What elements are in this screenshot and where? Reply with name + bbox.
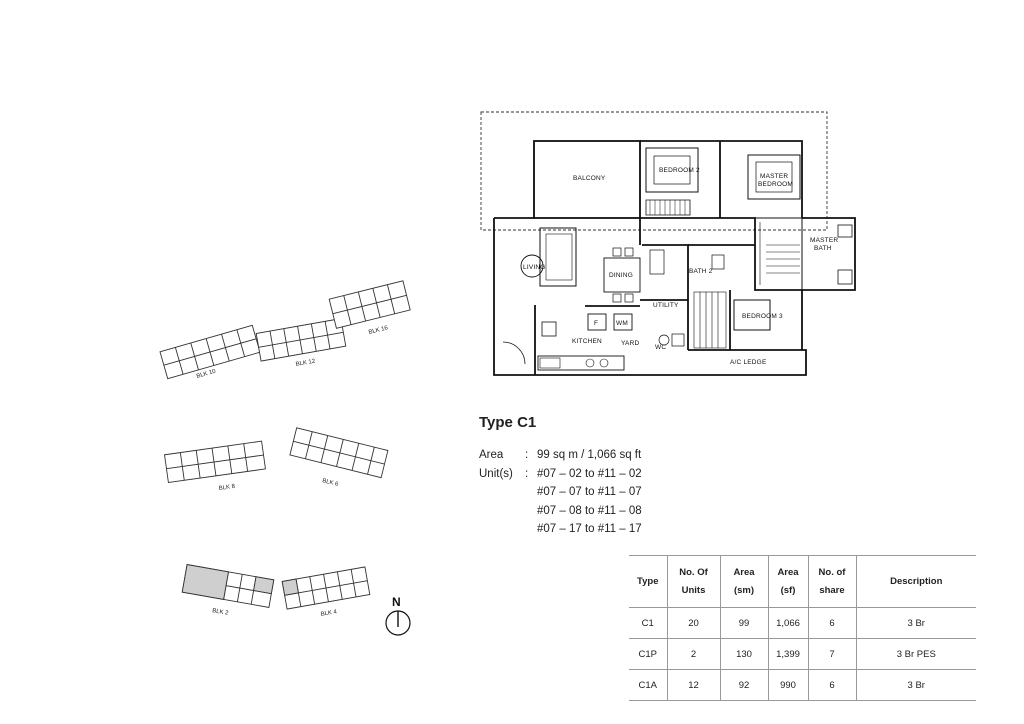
header-area-sf: Area (sf) [767, 555, 808, 608]
room-balcony: BALCONY [573, 175, 606, 182]
room-bath-2: BATH 2 [689, 268, 713, 275]
block-2-outline [181, 564, 275, 608]
block-label-12: BLK 12 [295, 359, 316, 368]
block-8-outline [164, 440, 266, 484]
table-header-row: Type No. Of Units Area (sm) Area (sf) No… [629, 555, 976, 608]
key-plan: BLK 10 BLK 12 BLK 16 BLK 8 BLK 6 BLK 2 B… [159, 280, 411, 636]
cell-description: 3 Br [855, 607, 976, 639]
block-16-outline [328, 280, 411, 329]
cell-area-sf: 1,399 [767, 638, 808, 670]
room-master-bath-line2: BATH [814, 245, 832, 252]
cell-description: 3 Br [855, 669, 976, 701]
cell-share: 6 [807, 607, 856, 639]
room-dining: DINING [609, 272, 633, 279]
block-label-16: BLK 16 [368, 325, 389, 336]
north-label: N [392, 595, 401, 609]
block-12-outline [255, 318, 347, 362]
block-6-outline [289, 427, 389, 479]
cell-share: 6 [807, 669, 856, 701]
cell-share: 7 [807, 638, 856, 670]
room-master-bath-line1: MASTER [810, 237, 838, 244]
cell-type: C1 [629, 607, 667, 639]
cell-area-sm: 99 [719, 607, 768, 639]
room-bedroom-2: BEDROOM 2 [659, 167, 700, 174]
room-master-bedroom-line2: BEDROOM [758, 181, 793, 188]
unit-range: #07 – 08 to #11 – 08 [537, 504, 642, 517]
room-kitchen: KITCHEN [572, 338, 602, 345]
table-row: C1P 2 130 1,399 7 3 Br PES [629, 638, 976, 670]
room-ac-ledge: A/C LEDGE [730, 359, 767, 366]
room-master-bedroom-line1: MASTER [760, 173, 788, 180]
cell-area-sf: 1,066 [767, 607, 808, 639]
table-row: C1A 12 92 990 6 3 Br [629, 669, 976, 701]
block-label-8: BLK 8 [218, 484, 236, 492]
room-utility: UTILITY [653, 302, 679, 309]
unit-range: #07 – 07 to #11 – 07 [537, 486, 642, 498]
unit-range: #07 – 02 to #11 – 02 [537, 467, 642, 480]
unit-type-title: Type C1 [479, 414, 537, 431]
cell-units: 12 [666, 669, 720, 701]
header-area-sm: Area (sm) [719, 555, 768, 608]
room-living: LIVING [523, 264, 546, 271]
roof-outline [480, 111, 828, 231]
cell-units: 20 [666, 607, 720, 639]
area-value: 99 sq m / 1,066 sq ft [537, 449, 642, 461]
header-type: Type [629, 555, 667, 608]
block-label-6: BLK 6 [322, 478, 340, 488]
block-label-2: BLK 2 [212, 608, 230, 617]
units-label: Unit(s) [479, 467, 513, 480]
fridge-label: F [594, 320, 598, 327]
area-row: Area : 99 sq m / 1,066 sq ft [479, 446, 642, 465]
area-label: Area [479, 449, 504, 461]
table-row: C1 20 99 1,066 6 3 Br [629, 607, 976, 639]
cell-area-sm: 130 [719, 638, 768, 670]
cell-area-sm: 92 [719, 669, 768, 701]
cell-units: 2 [666, 638, 720, 670]
block-label-10: BLK 10 [196, 369, 217, 380]
cell-area-sf: 990 [767, 669, 808, 701]
block-4-outline [281, 566, 371, 610]
header-share: No. of share [807, 555, 856, 608]
unit-info: Area : 99 sq m / 1,066 sq ft Unit(s) : #… [479, 446, 642, 539]
room-wc: WC [655, 344, 666, 351]
room-yard: YARD [621, 340, 639, 347]
block-label-4: BLK 4 [320, 609, 338, 618]
cell-type: C1P [629, 638, 667, 670]
cell-type: C1A [629, 669, 667, 701]
header-units: No. Of Units [666, 555, 720, 608]
header-description: Description [855, 555, 976, 608]
units-row: Unit(s) : #07 – 02 to #11 – 02 [479, 465, 642, 484]
unit-range: #07 – 17 to #11 – 17 [537, 523, 642, 535]
north-arrow-icon [385, 610, 411, 636]
room-bedroom-3: BEDROOM 3 [742, 313, 783, 320]
unit-summary-table: Type No. Of Units Area (sm) Area (sf) No… [629, 555, 976, 701]
washer-label: WM [616, 320, 628, 327]
cell-description: 3 Br PES [855, 638, 976, 670]
block-10-outline [159, 324, 261, 380]
